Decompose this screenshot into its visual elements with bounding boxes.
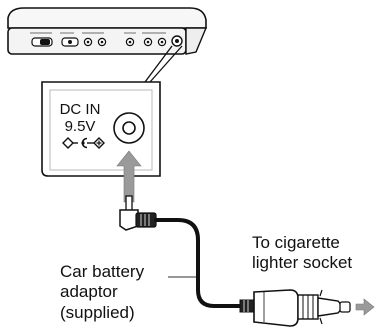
dc-in-text: DC IN [59,101,101,118]
output-arrow-icon [355,298,375,316]
adaptor-label-line3: (supplied) [60,302,135,322]
cigarette-lighter-plug [239,289,351,327]
portable-player [7,7,208,55]
cigarette-label-line1: To cigarette [252,233,340,252]
dc-plug [119,195,157,231]
dc-in-label: DC IN 9.5V [54,101,106,136]
adaptor-label-line1: Car battery [60,262,145,281]
adaptor-cable [154,218,244,308]
cigarette-label-line2: lighter socket [252,253,353,273]
cigarette-lighter-label: To cigarette lighter socket [252,233,352,274]
callout-lines [144,45,183,83]
car-battery-adaptor-label: Car battery adaptor (supplied) [60,262,144,323]
adaptor-label-line2: adaptor [60,282,118,302]
dc-voltage-text: 9.5V [64,117,96,135]
polarity-symbol-icon [62,137,105,149]
